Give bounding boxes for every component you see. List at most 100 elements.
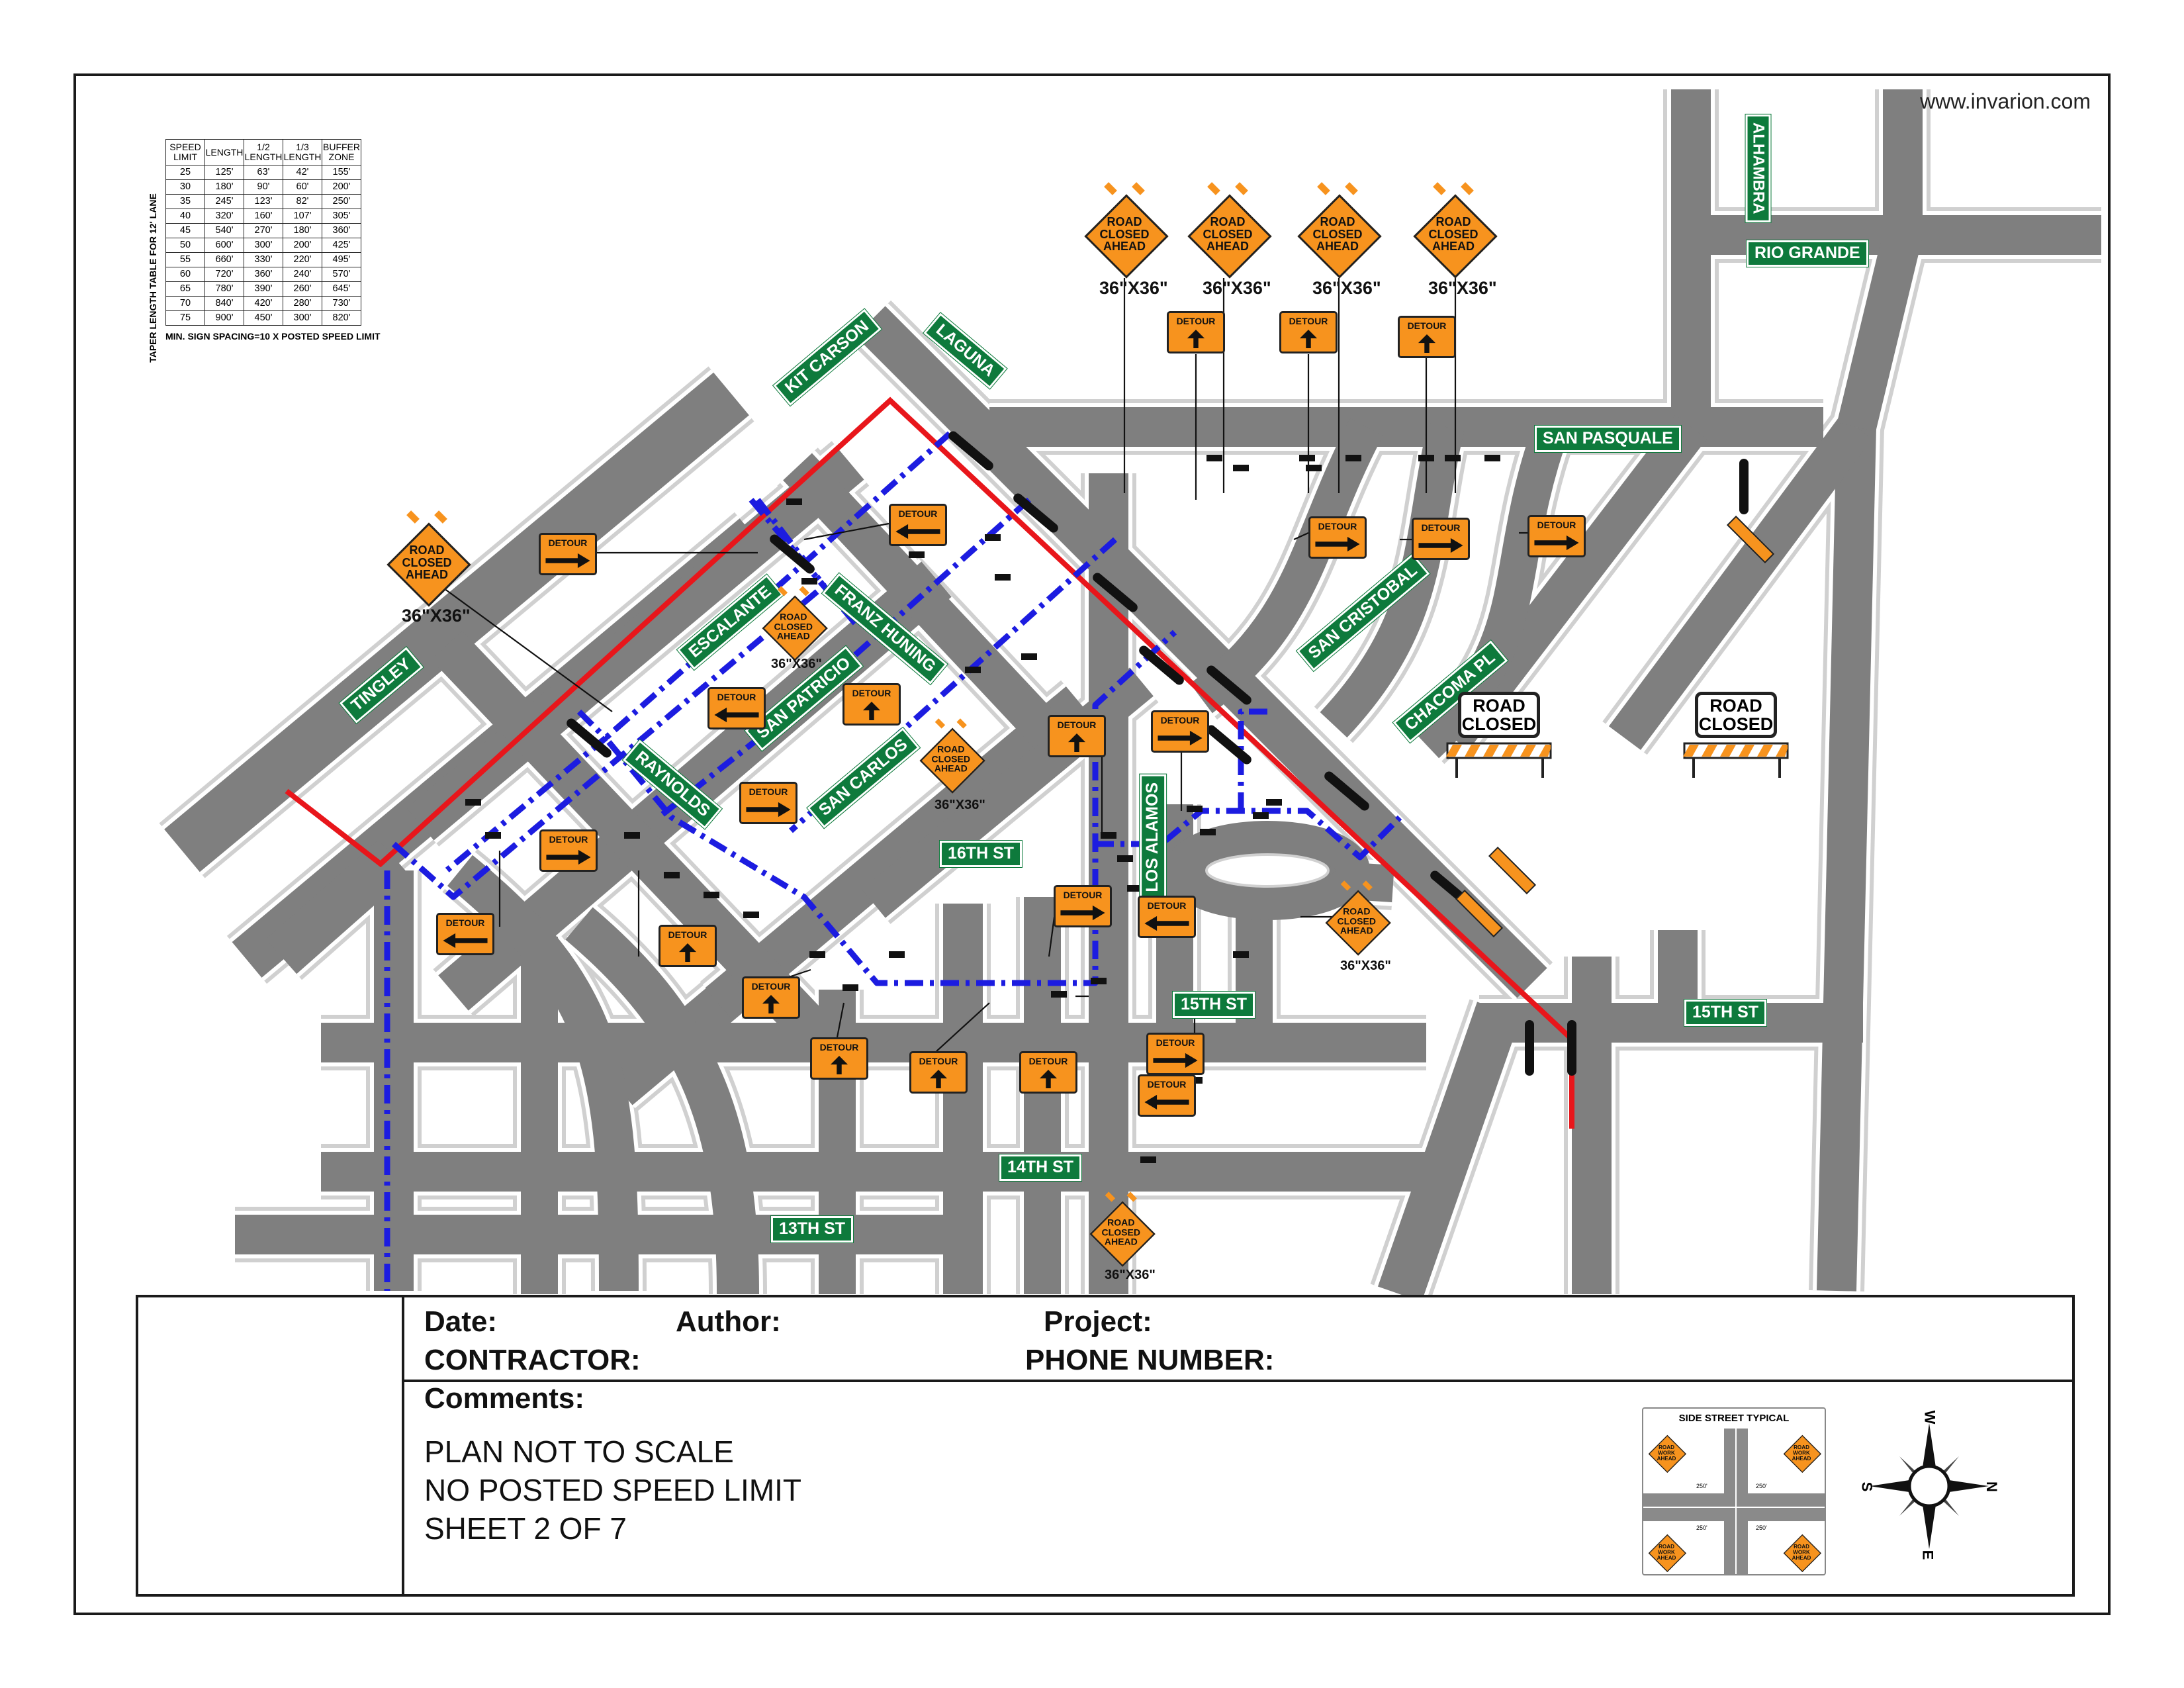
taper-table-cell: 360' (244, 267, 283, 282)
taper-table-cell: 35 (165, 194, 205, 209)
up-arrow-icon (1299, 330, 1318, 348)
contractor-label: CONTRACTOR: (424, 1344, 641, 1376)
taper-table-cell: 60 (165, 267, 205, 282)
taper-table-cell: 300' (283, 310, 322, 326)
taper-table-cell: 300' (244, 238, 283, 253)
taper-table-cell: 720' (205, 267, 244, 282)
title-block-logo-cell (138, 1297, 404, 1594)
left-arrow-icon (895, 524, 940, 539)
barricade-bar (1013, 493, 1058, 533)
left-arrow-icon (443, 933, 488, 949)
taper-table-header: 1/2 LENGTH (244, 139, 283, 165)
inset-distance: 250' (1696, 1524, 1707, 1531)
sign-size-label: 36"X36" (402, 606, 471, 626)
sign-post-symbol (1127, 885, 1143, 892)
detour-sign-left: DETOUR (707, 687, 766, 729)
author-label: Author: (676, 1305, 781, 1338)
taper-table-cell: 180' (205, 179, 244, 195)
street-label-san-pasquale: SAN PASQUALE (1534, 425, 1682, 453)
detour-sign-right: DETOUR (539, 829, 598, 872)
sign-post-symbol (801, 578, 817, 585)
detour-sign-left: DETOUR (436, 913, 494, 955)
up-arrow-icon (1039, 1070, 1058, 1088)
taper-table-cell: 200' (322, 179, 361, 195)
barricade-bar (1525, 1020, 1534, 1076)
barricade-bar (1739, 459, 1749, 514)
taper-table-header: BUFFER ZONE (322, 139, 361, 165)
sign-post-symbol (1306, 465, 1322, 471)
street-label-15th-st-east: 15TH ST (1683, 999, 1768, 1027)
taper-table-cell: 360' (322, 223, 361, 238)
taper-table-cell: 50 (165, 238, 205, 253)
detour-sign-left: DETOUR (1138, 896, 1196, 938)
taper-table-cell: 660' (205, 252, 244, 267)
right-arrow-icon (1158, 730, 1203, 746)
barricade-bar (1206, 665, 1251, 705)
street-map (159, 89, 2101, 1305)
inset-diagram (1643, 1429, 1825, 1574)
left-arrow-icon (1144, 915, 1189, 931)
barricade-bar (1567, 1020, 1576, 1076)
taper-table-cell: 330' (244, 252, 283, 267)
sign-size-label: 36"X36" (1105, 1268, 1156, 1282)
taper-table-header: SPEED LIMIT (165, 139, 205, 165)
barricade-bar (567, 718, 612, 758)
taper-table-cell: 820' (322, 310, 361, 326)
sign-post-symbol (743, 912, 759, 918)
detour-sign-right: DETOUR (1151, 710, 1209, 753)
sign-leader-line (836, 1002, 845, 1038)
barricade-bar (770, 534, 815, 574)
road (1608, 415, 1873, 750)
taper-table-cell: 42' (283, 165, 322, 180)
sign-leader-line (1293, 532, 1309, 541)
taper-table-side-label: TAPER LENGTH TABLE FOR 12' LANE (148, 193, 158, 363)
sign-post-symbol (1140, 1156, 1156, 1163)
sign-post-symbol (1484, 455, 1500, 461)
street-label-14th-st: 14TH ST (998, 1154, 1083, 1182)
barricade-bar (1093, 573, 1138, 612)
detour-sign-up: DETOUR (659, 925, 717, 967)
roundabout-island (1205, 853, 1330, 888)
taper-table-cell: 65 (165, 281, 205, 297)
road (855, 306, 1547, 998)
sign-post-symbol (485, 832, 501, 839)
road-network (159, 89, 2101, 1305)
road (164, 372, 749, 872)
street-label-alhambra: ALHAMBRA (1745, 111, 1771, 225)
compass-s: S (1858, 1481, 1876, 1492)
compass-rose: W E S N (1858, 1410, 2000, 1562)
type-iii-barricade (1726, 515, 1775, 564)
detour-sign-right: DETOUR (1146, 1033, 1205, 1075)
comment-line: PLAN NOT TO SCALE (424, 1434, 734, 1469)
taper-table-cell: 840' (205, 296, 244, 311)
sign-leader-line (803, 522, 889, 541)
taper-table-cell: 70 (165, 296, 205, 311)
sign-post-symbol (1233, 465, 1249, 471)
up-arrow-icon (762, 995, 780, 1013)
detour-sign-left: DETOUR (889, 504, 947, 546)
comment-line: NO POSTED SPEED LIMIT (424, 1473, 801, 1507)
detour-sign-up: DETOUR (742, 976, 800, 1019)
inset-distance: 250' (1756, 1524, 1767, 1531)
taper-length-table: TAPER LENGTH TABLE FOR 12' LANE SPEED LI… (148, 139, 381, 363)
right-arrow-icon (1418, 538, 1463, 553)
detour-sign-up: DETOUR (1167, 311, 1225, 353)
taper-table-cell: 107' (283, 209, 322, 224)
taper-table-cell: 280' (283, 296, 322, 311)
detour-sign-right: DETOUR (539, 533, 597, 575)
sign-post-symbol (1091, 978, 1107, 984)
sign-size-label: 36"X36" (1099, 278, 1168, 298)
taper-table-cell: 250' (322, 194, 361, 209)
taper-table-cell: 40 (165, 209, 205, 224)
type-iii-barricade (1455, 889, 1504, 938)
right-arrow-icon (1315, 536, 1360, 552)
sign-post-symbol (965, 667, 981, 673)
sign-leader-line (1048, 916, 1056, 957)
right-arrow-icon (546, 849, 591, 865)
taper-table-cell: 390' (244, 281, 283, 297)
